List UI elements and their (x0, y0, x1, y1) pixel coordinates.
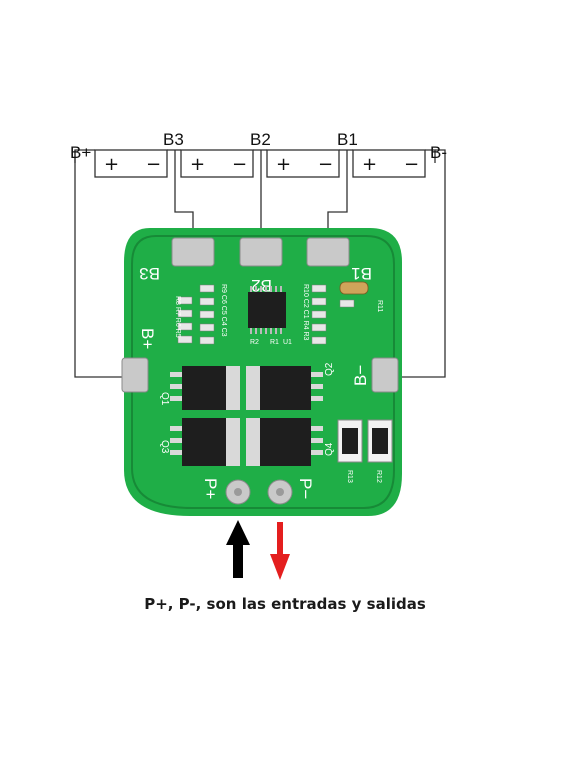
cell-2-plus: + (190, 154, 205, 175)
wire-b1 (327, 150, 348, 238)
cell-1 (94, 149, 168, 178)
pad-b3 (171, 237, 215, 267)
output-arrow-shaft (277, 522, 283, 558)
silk-q2: Q2 (324, 362, 335, 376)
input-arrow-shaft (233, 540, 243, 578)
pad-p-plus-hole (234, 488, 242, 496)
silk-p-minus: P− (296, 478, 315, 499)
cell-1-plus: + (104, 154, 119, 175)
label-b-plus: B+ (70, 143, 91, 162)
cell-3-plus: + (276, 154, 291, 175)
cell-4-plus: + (362, 154, 377, 175)
mosfet-q4 (256, 418, 311, 466)
smd-left (177, 284, 215, 345)
control-ic (248, 292, 286, 328)
cell-2-minus: − (232, 154, 247, 175)
mosfet-q4-tab (246, 418, 260, 466)
cell-4-minus: − (404, 154, 419, 175)
silk-r2: R2 (250, 339, 259, 346)
mosfet-q2-tab (246, 366, 260, 410)
silk-b-plus: B+ (138, 328, 157, 349)
input-arrow-head (226, 520, 250, 545)
pad-b-plus (121, 357, 149, 393)
silk-b1: B1 (351, 264, 372, 283)
silk-r12: R12 (375, 470, 382, 483)
wire-b-minus (398, 149, 446, 378)
silk-rlabels-left: R8 R7 R6 R5 (174, 296, 181, 338)
mosfet-q2 (256, 366, 311, 410)
silk-rlabels-right: R10 C2 C1 R4 R3 (302, 284, 309, 341)
silk-q4: Q4 (324, 442, 335, 456)
silk-u1: U1 (283, 339, 292, 346)
input-arrow (226, 520, 250, 578)
silk-b3: B3 (139, 264, 160, 283)
pad-b-minus (371, 357, 399, 393)
silk-r1: R1 (270, 339, 279, 346)
cell-3-minus: − (318, 154, 333, 175)
cell-2 (180, 149, 254, 178)
cell-1-minus: − (146, 154, 161, 175)
silk-r13: R13 (346, 470, 353, 483)
label-b2: B2 (250, 130, 271, 149)
ic-pins (250, 286, 282, 334)
wire-b3 (174, 150, 194, 238)
silk-rlabels-left2: R9 C6 C5 C4 C3 (220, 284, 227, 337)
pad-b2 (239, 237, 283, 267)
resistor-r13-body (342, 428, 358, 454)
pcb-board: B3 B2 B1 B+ B− U1 R1 R2 (121, 228, 402, 516)
cell-4 (352, 149, 426, 178)
wire-b-plus (74, 150, 122, 378)
label-b1: B1 (337, 130, 358, 149)
silk-p-plus: P+ (201, 478, 220, 499)
output-arrow (270, 522, 290, 580)
output-arrow-head (270, 554, 290, 580)
pcb-inner-edge (131, 235, 395, 509)
label-b3: B3 (163, 130, 184, 149)
cell-3 (266, 149, 340, 178)
pad-b1 (306, 237, 350, 267)
silk-q1: Q1 (159, 392, 170, 406)
smd-right (311, 284, 355, 345)
mosfet-q3-tab (226, 418, 240, 466)
mosfet-q1-tab (226, 366, 240, 410)
resistor-r12-body (372, 428, 388, 454)
caption: P+, P-, son las entradas y salidas (144, 595, 426, 613)
battery-cells: + − + − + − + − (94, 149, 426, 178)
silk-r11: R11 (376, 300, 383, 312)
wiring (74, 149, 446, 378)
label-b-minus: B- (430, 143, 447, 162)
pad-p-minus-hole (276, 488, 284, 496)
silk-b-minus: B− (351, 365, 370, 386)
mosfets (170, 366, 323, 466)
silk-q3: Q3 (159, 440, 170, 454)
capacitor (339, 281, 369, 295)
